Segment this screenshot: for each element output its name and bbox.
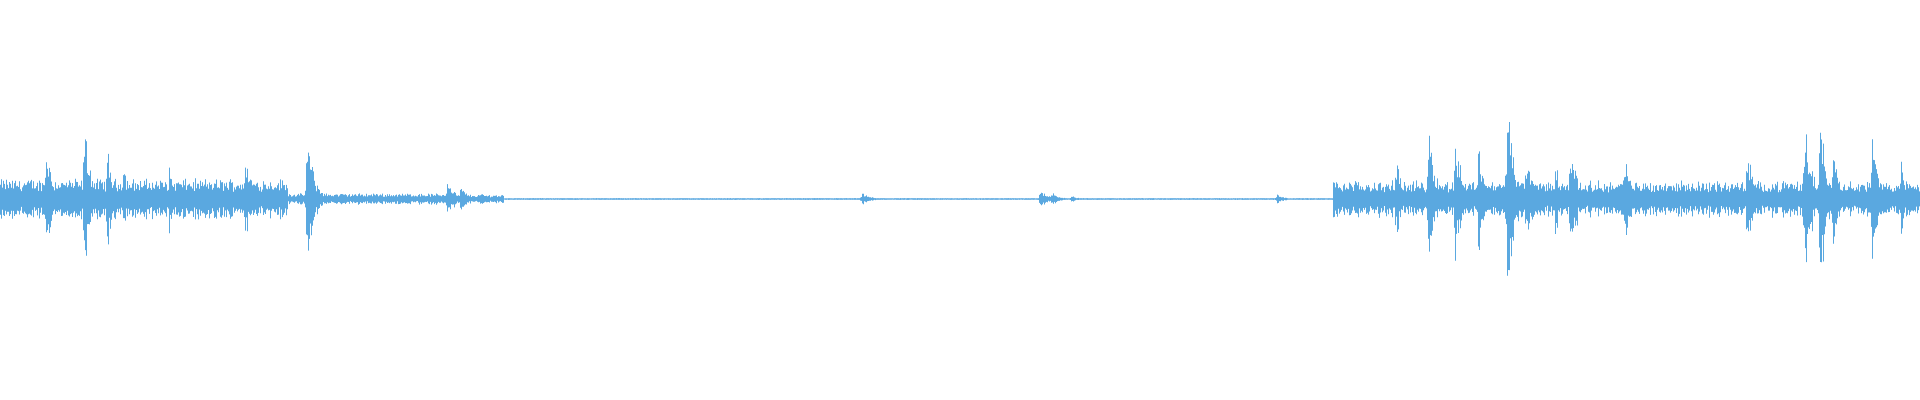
waveform: [0, 122, 1920, 276]
